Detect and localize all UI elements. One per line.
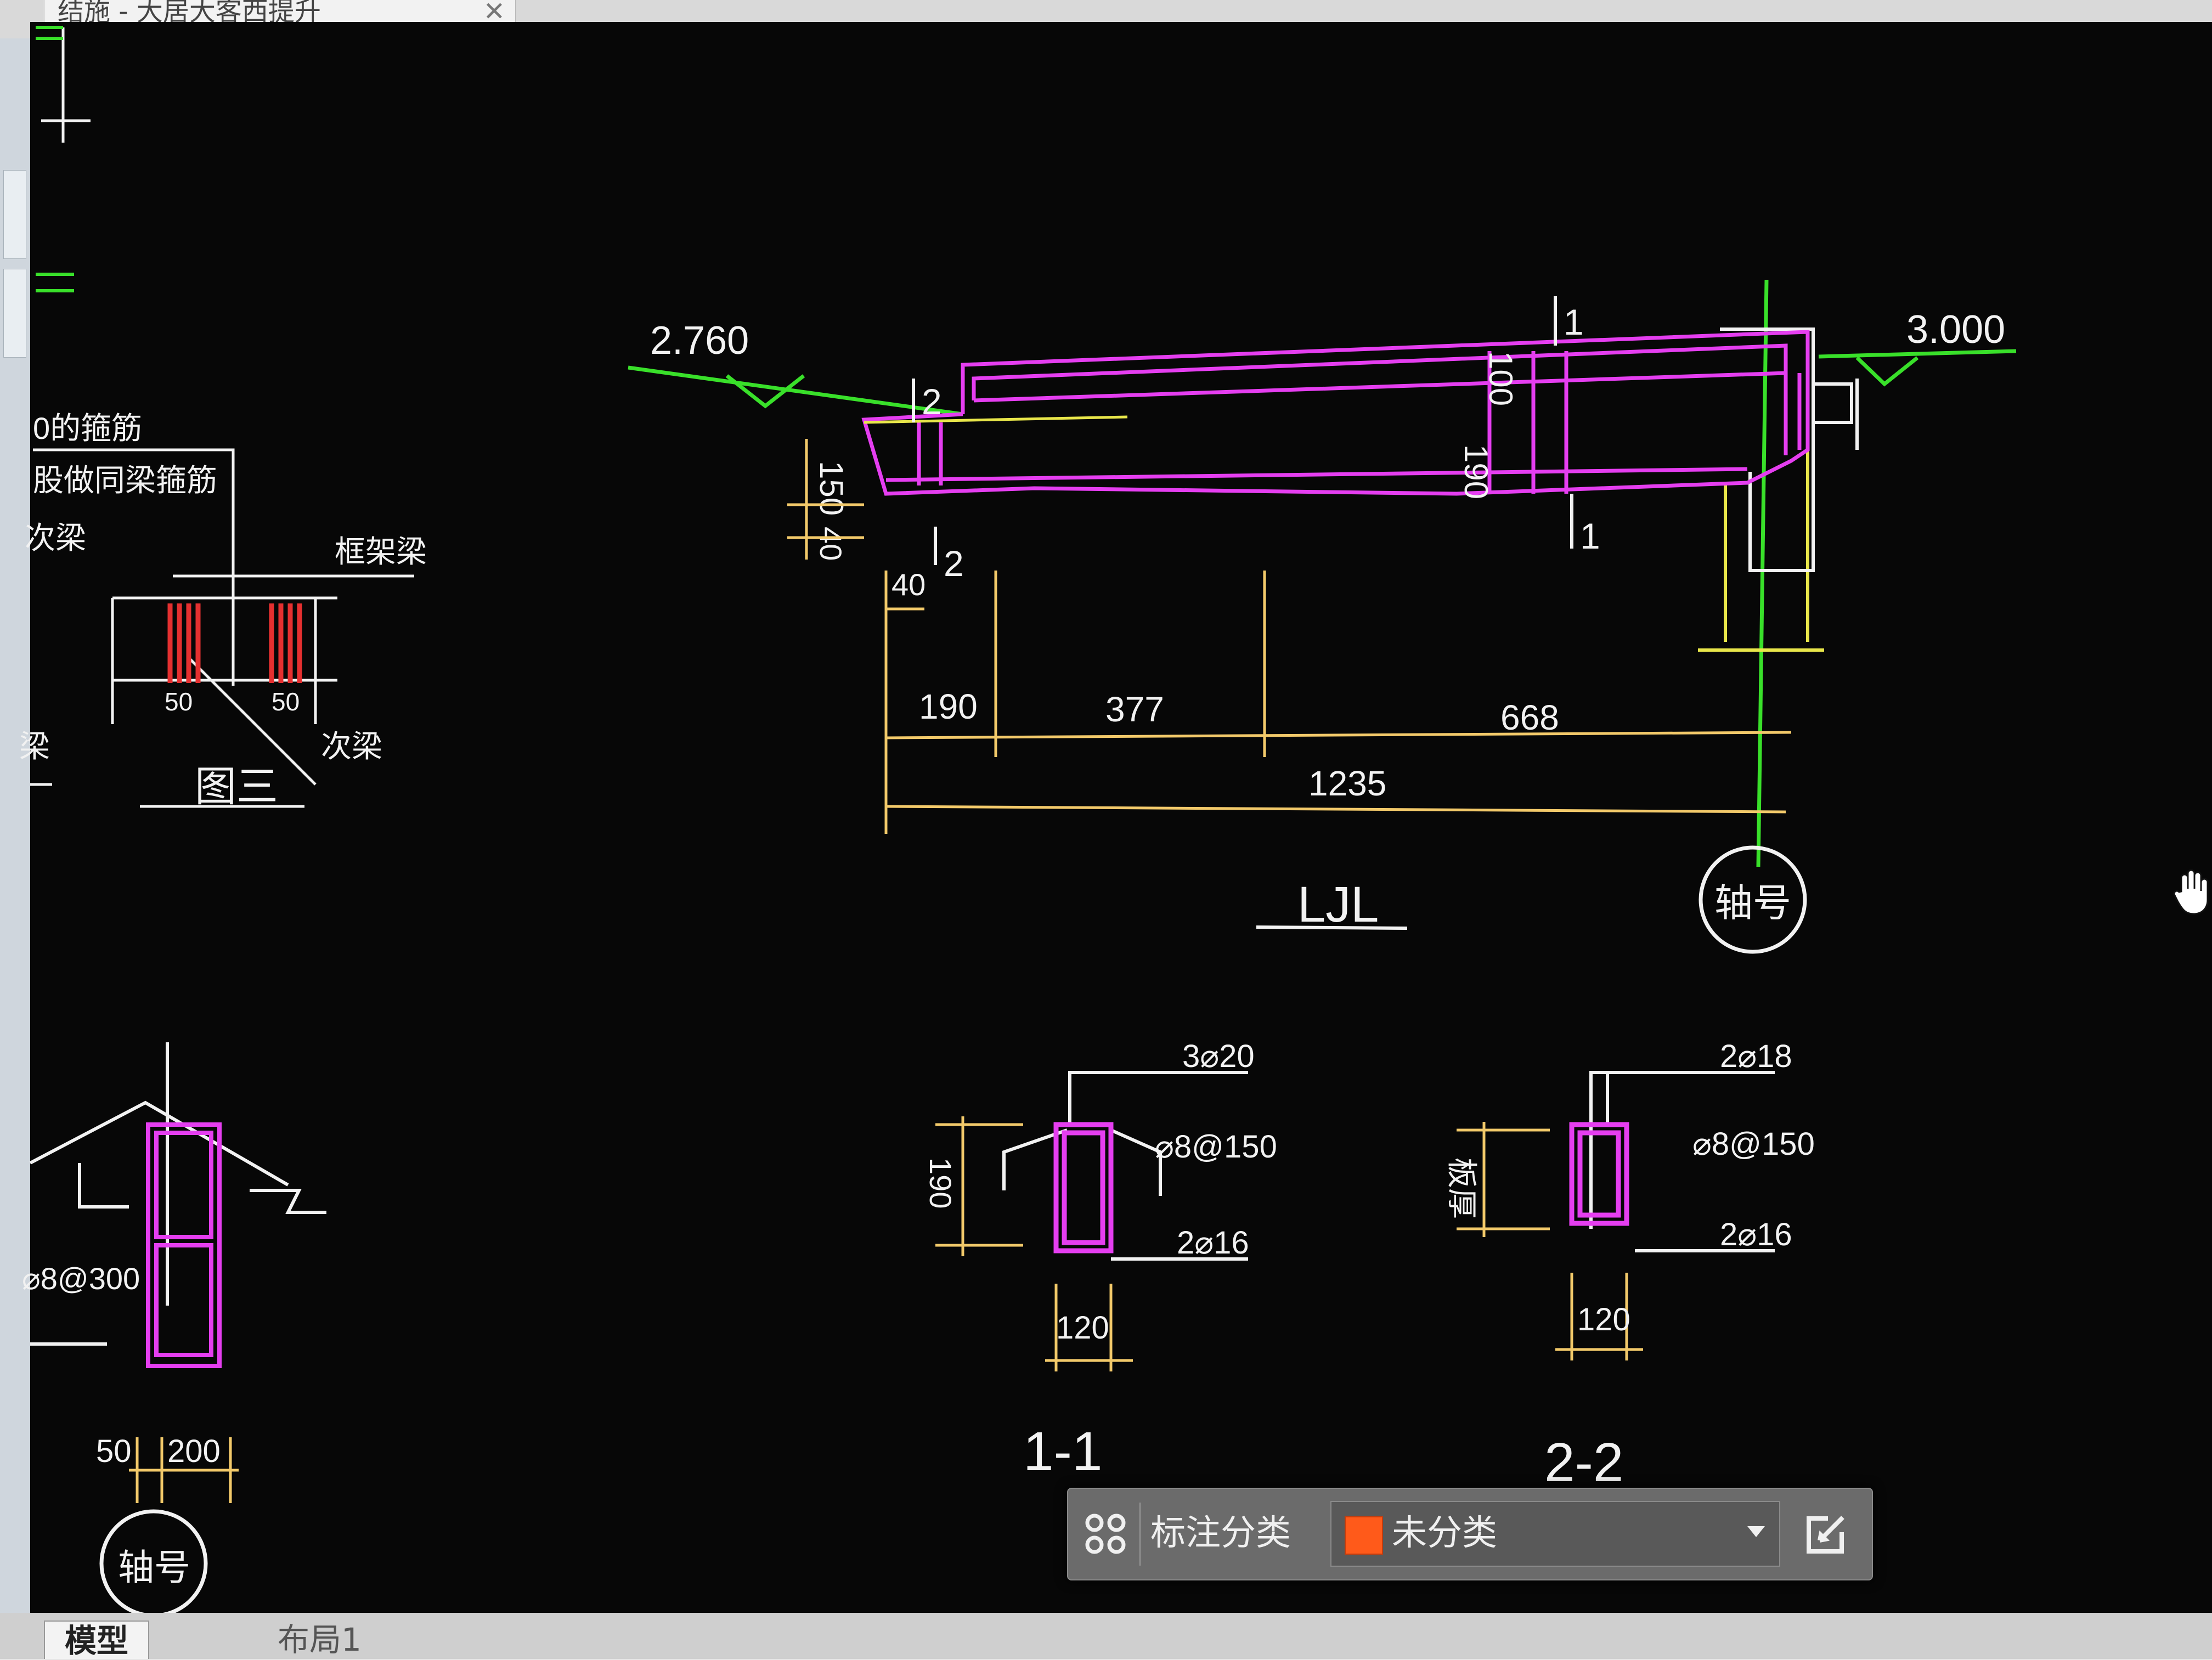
annotation-category-value: 未分类 <box>1392 1513 1497 1554</box>
dim-668: 668 <box>1500 698 1559 737</box>
figure-3-note-1: 0的箍筋 <box>33 411 142 445</box>
drawing-canvas[interactable]: 2.760 3.000 <box>19 22 2212 1621</box>
figure-3-note-2: 股做同梁箍筋 <box>33 463 217 498</box>
axis-line <box>1756 279 1769 867</box>
section-2-2-stirrup: ⌀8@150 <box>1692 1126 1815 1162</box>
section-1-1-width: 120 <box>1056 1310 1109 1346</box>
section-1-1-stirrup: ⌀8@150 <box>1155 1129 1277 1165</box>
wall-outline <box>1720 328 1859 572</box>
reinforcement-line <box>864 415 1128 424</box>
tab-layout1[interactable]: 布局1 <box>278 1621 362 1658</box>
left-detail-dim-50: 50 <box>96 1433 132 1469</box>
edit-icon[interactable] <box>1798 1507 1853 1562</box>
annotation-category-bar: 标注分类 未分类 <box>1067 1488 1873 1580</box>
grid-icon[interactable] <box>1084 1512 1127 1556</box>
axis-bubble-bottom-label: 轴号 <box>118 1547 190 1588</box>
figure-3-dim-right: 50 <box>272 687 300 716</box>
elevation-marker-left <box>628 365 963 416</box>
dim-40: 40 <box>814 527 848 561</box>
figure-3-label-left-2: 梁 <box>19 729 50 764</box>
section-mark-bottom-2: 2 <box>944 543 964 584</box>
axis-bubble <box>1699 845 1807 954</box>
figure-3-title: 图三 <box>195 764 278 810</box>
dim-190-h: 190 <box>919 687 978 726</box>
dim-190: 190 <box>1458 444 1494 499</box>
dim-377: 377 <box>1105 690 1164 729</box>
dim-100: 100 <box>1482 351 1519 406</box>
axis-bubble-label: 轴号 <box>1714 882 1791 924</box>
layout-tab-bar: 模型 布局1 <box>0 1613 2212 1659</box>
section-mark-top-2: 2 <box>922 381 942 422</box>
toolbar-button[interactable] <box>3 269 26 358</box>
ljl-elevation: 2.760 3.000 <box>628 279 2017 954</box>
left-toolbar <box>0 38 30 1659</box>
pan-hand-icon <box>2173 869 2209 915</box>
left-detail-dim-200: 200 <box>167 1433 221 1469</box>
category-color-swatch <box>1345 1516 1383 1555</box>
section-2-2: 2⌀18 ⌀8@150 2⌀16 板厚 120 2-2 <box>1444 1038 1815 1493</box>
figure-3-lines <box>30 448 414 808</box>
dim-1235: 1235 <box>1308 764 1386 803</box>
figure-3-dim-left: 50 <box>165 687 193 716</box>
annotation-category-label: 标注分类 <box>1150 1513 1291 1554</box>
green-ticks <box>36 26 74 292</box>
section-2-2-top-bar: 2⌀18 <box>1720 1038 1792 1074</box>
section-mark-top-1: 1 <box>1564 302 1584 342</box>
figure-3-frame-beam: 框架梁 <box>335 534 427 569</box>
horizontal-dim-lines <box>884 571 1792 834</box>
figure-3-rebars <box>167 603 302 683</box>
elevation-marker-right <box>1818 349 2017 387</box>
dim-150: 150 <box>813 461 850 516</box>
figure-3-secondary: 次梁 <box>321 729 382 764</box>
section-1-1-title: 1-1 <box>1023 1421 1103 1482</box>
section-cut-marks <box>912 296 1573 565</box>
toolbar-separator <box>1139 1503 1141 1566</box>
section-2-2-height: 板厚 <box>1444 1158 1479 1219</box>
ucs-marker <box>41 27 91 143</box>
figure-3-label-left: 次梁 <box>25 521 86 555</box>
vertical-dim-lines <box>787 439 864 560</box>
toolbar-button[interactable] <box>3 170 26 259</box>
section-1-1: 3⌀20 ⌀8@150 2⌀16 190 120 1-1 <box>923 1038 1277 1482</box>
title-underline <box>1256 925 1408 930</box>
section-mark-bottom-1: 1 <box>1580 516 1600 556</box>
chevron-down-icon[interactable] <box>1747 1526 1765 1537</box>
dim-40-h: 40 <box>891 567 926 602</box>
drawing-title-ljl: LJL <box>1297 877 1379 933</box>
tab-model[interactable]: 模型 <box>44 1621 150 1659</box>
annotation-category-dropdown[interactable]: 未分类 <box>1330 1501 1780 1567</box>
section-2-2-width: 120 <box>1577 1302 1630 1337</box>
section-1-1-bottom-bar: 2⌀16 <box>1177 1225 1249 1261</box>
left-detail-stirrup: ⌀8@300 <box>22 1261 140 1296</box>
elevation-right-label: 3.000 <box>1906 308 2005 352</box>
section-2-2-bottom-bar: 2⌀16 <box>1720 1217 1792 1252</box>
elevation-left-label: 2.760 <box>650 319 749 363</box>
figure-3-detail: 0的箍筋 股做同梁箍筋 次梁 梁 框架梁 次梁 50 50 图三 <box>19 411 427 810</box>
left-column-detail: ⌀8@300 50 200 轴号 <box>22 1042 326 1618</box>
section-1-1-height: 190 <box>923 1158 958 1209</box>
section-2-2-title: 2-2 <box>1544 1432 1624 1493</box>
section-1-1-top-bar: 3⌀20 <box>1182 1038 1255 1074</box>
beam-outline <box>861 330 1810 496</box>
